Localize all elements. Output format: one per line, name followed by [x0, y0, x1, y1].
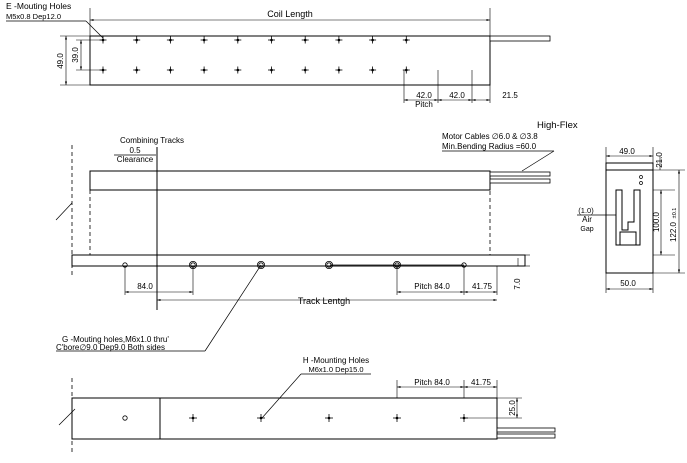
bottom-pitch-label: Pitch 84.0 [414, 378, 450, 387]
coil-hole [268, 66, 275, 74]
section-outline [605, 162, 654, 274]
section-view: 49.0 21.0 (1.0) Air Gap 100.0 122.0 ±0.1… [577, 147, 685, 293]
air-label: Air [582, 215, 592, 224]
track-coil-hidden-outline [89, 190, 491, 256]
g-holes-line2: C'bore∅9.0 Dep9.0 Both sides [56, 343, 165, 352]
coil-mounting-title: E -Mouting Holes [6, 1, 71, 11]
cable-spec: Motor Cables ∅6.0 & ∅3.8 [442, 132, 538, 141]
cable-bend-radius: Min.Bending Radius =60.0 [442, 142, 537, 151]
coil-top-view: E -Mouting Holes M5x0.8 Dep12.0 Coil Len… [6, 1, 551, 109]
bottom-hole [325, 414, 333, 422]
h-holes-spec: M6x1.0 Dep15.0 [308, 365, 363, 374]
section-inner-height: 100.0 [652, 211, 661, 232]
coil-pitch-label: Pitch [415, 100, 433, 109]
gap-label: Gap [580, 226, 593, 233]
bottom-hole [257, 414, 265, 422]
coil-cable [489, 35, 551, 42]
bottom-height-label: 25.0 [508, 400, 517, 416]
coil-mounting-spec: M5x0.8 Dep12.0 [6, 12, 61, 21]
bottom-hole [122, 415, 128, 421]
coil-hole [234, 36, 242, 44]
h-holes-title: H -Mounting Holes [303, 356, 369, 365]
air-gap-value: (1.0) [578, 206, 594, 215]
bottom-end-label: 41.75 [471, 378, 492, 387]
coil-hole [133, 36, 141, 44]
track-end-label: 41.75 [472, 282, 493, 291]
section-tolerance: ±0.1 [672, 208, 678, 219]
section-top-offset: 21.0 [655, 152, 664, 168]
section-top-band [605, 162, 654, 171]
coil-hole [166, 66, 174, 74]
coil-end-offset-label: 21.5 [502, 91, 518, 100]
section-hole-a [639, 175, 643, 179]
section-width-top: 49.0 [619, 147, 635, 156]
track-side-view: High-Flex Motor Cables ∅6.0 & ∅3.8 Min.B… [55, 120, 578, 352]
track-pitch-label: Pitch 84.0 [414, 282, 450, 291]
bottom-hole [393, 414, 401, 422]
cable-title: High-Flex [537, 120, 578, 131]
track-height-label: 7.0 [513, 278, 522, 290]
clearance-value: 0.5 [129, 146, 141, 155]
cable-leader-line [521, 150, 555, 172]
coil-hole [301, 66, 309, 74]
bottom-track-body [71, 397, 498, 440]
coil-length-label: Coil Length [267, 9, 313, 19]
track-length-label: Track Lentgh [298, 296, 350, 306]
track-offset-label: 84.0 [137, 282, 153, 291]
combining-title: Combining Tracks [120, 136, 184, 145]
coil-hole [99, 66, 107, 74]
coil-hole-spacing-label: 39.0 [71, 47, 80, 63]
coil-hole [234, 66, 242, 74]
coil-hole [166, 36, 174, 44]
bottom-cable-a [496, 427, 556, 433]
section-width-bottom: 50.0 [620, 279, 636, 288]
coil-hole [335, 66, 343, 74]
track-coil-body [89, 170, 491, 191]
track-hole [256, 260, 265, 269]
track-bar [71, 254, 526, 267]
track-cable-b [489, 178, 551, 184]
track-cable-a [489, 171, 551, 177]
bottom-mounting-holes [122, 414, 468, 422]
coil-hole [301, 36, 309, 44]
coil-hole [402, 36, 410, 44]
bottom-hole [189, 414, 197, 422]
section-magnet [619, 231, 637, 246]
coil-mounting-holes [99, 36, 410, 74]
h-holes-leader [261, 373, 302, 419]
g-holes-line1: G -Mouting holes,M6x1.0 thru' [62, 335, 169, 344]
coil-body [89, 35, 491, 86]
section-hole-b [639, 181, 643, 185]
bottom-break-mark [58, 408, 76, 426]
g-holes-leader [204, 264, 262, 352]
section-total-height: 122.0 [669, 221, 678, 242]
coil-hole [200, 36, 208, 44]
coil-pitch-value: 42.0 [416, 91, 432, 100]
coil-hole [369, 36, 377, 44]
coil-height-label: 49.0 [56, 53, 65, 69]
coil-hole [268, 36, 275, 44]
coil-hole [133, 66, 141, 74]
coil-hole [369, 66, 377, 74]
track-bottom-view: H -Mounting Holes M6x1.0 Dep15.0 Pitch 8… [58, 356, 556, 455]
clearance-label: Clearance [117, 155, 154, 164]
coil-end-spacing-label: 42.0 [449, 91, 465, 100]
coil-hole [335, 36, 343, 44]
track-break-mark [55, 202, 73, 221]
coil-hole [99, 36, 107, 44]
coil-hole [200, 66, 208, 74]
coil-leader-line [85, 20, 104, 39]
bottom-cable-b [496, 433, 556, 439]
